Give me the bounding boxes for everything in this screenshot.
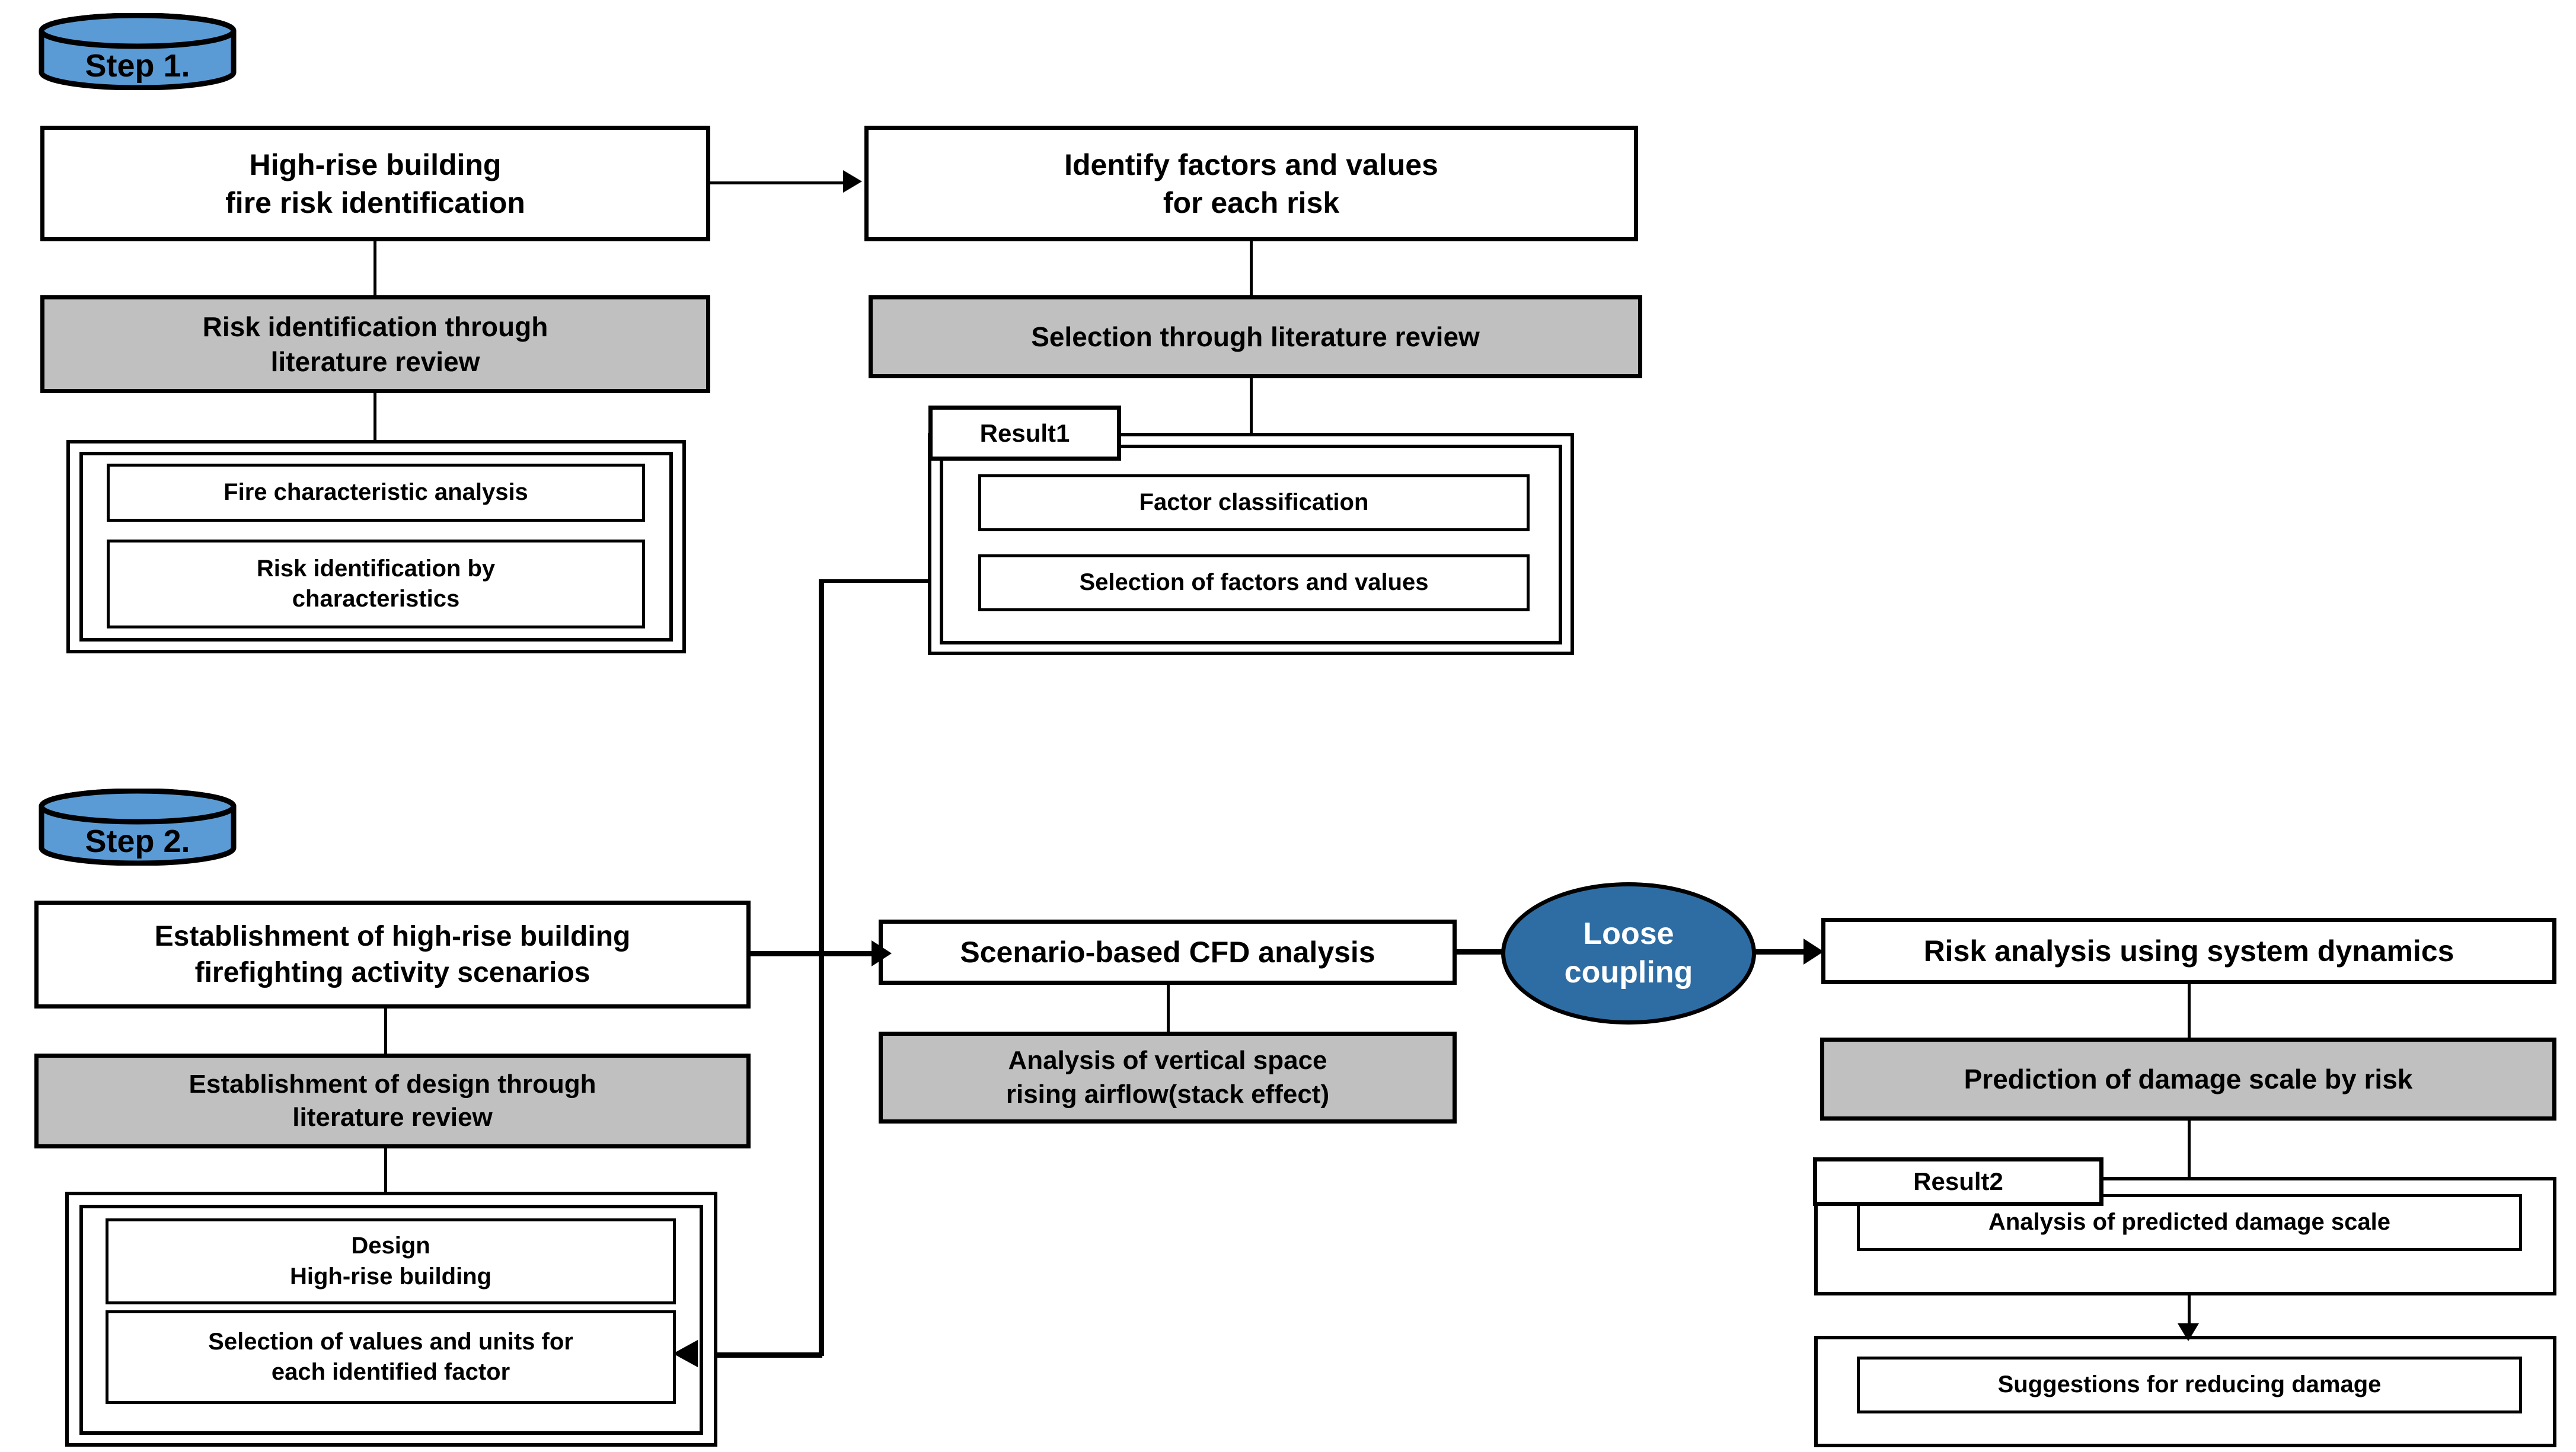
connector-s1-right-method-to-result — [1250, 377, 1253, 436]
connector-s2-left-to-cfd — [751, 951, 879, 956]
step1-method-right: Selection through literature review — [869, 295, 1642, 378]
step2-method-right: Prediction of damage scale by risk — [1820, 1038, 2556, 1121]
arrow-s1-left-to-right — [843, 170, 862, 193]
step1-output-left-2: Risk identification by characteristics — [107, 540, 645, 628]
connector-result1-to-step2-horizontal-top — [820, 579, 981, 583]
arrow-s2-left-to-cfd — [872, 940, 892, 966]
step-2-cylinder: Step 2. — [37, 788, 238, 866]
connector-s1-right-process-to-method — [1250, 240, 1253, 296]
arrow-result2-output1-to-output2 — [2178, 1323, 2199, 1341]
step2-output-left-1: Design High-rise building — [106, 1218, 676, 1304]
connector-s2-left-method-to-outputs — [384, 1147, 387, 1196]
step2-output-right-2: Suggestions for reducing damage — [1857, 1357, 2522, 1413]
step1-method-left: Risk identification through literature r… — [40, 295, 710, 393]
cylinder-shape — [39, 12, 237, 91]
step2-method-middle: Analysis of vertical space rising airflo… — [879, 1032, 1457, 1124]
cylinder-shape — [39, 788, 237, 866]
step1-process-right: Identify factors and values for each ris… — [864, 126, 1638, 241]
connector-s2-right-method-to-result2 — [2188, 1119, 2191, 1180]
arrow-coupling-to-risk — [1803, 939, 1824, 965]
connector-result2-output1-to-output2 — [2188, 1294, 2191, 1331]
step2-result2-tab: Result2 — [1813, 1157, 2103, 1206]
connector-s1-left-to-right — [710, 181, 845, 184]
step2-process-middle: Scenario-based CFD analysis — [879, 920, 1457, 985]
step2-process-right: Risk analysis using system dynamics — [1821, 918, 2556, 984]
step1-output-right-2: Selection of factors and values — [978, 554, 1530, 611]
step2-output-left-2: Selection of values and units for each i… — [106, 1310, 676, 1404]
arrow-into-step2-output-2 — [673, 1340, 698, 1367]
connector-coupling-to-risk — [1754, 949, 1810, 955]
connector-s2-right-process-to-method — [2188, 983, 2191, 1042]
connector-result1-to-step2-horizontal-bottom — [697, 1352, 822, 1358]
step1-output-left-1: Fire characteristic analysis — [107, 464, 645, 522]
step1-output-right-1: Factor classification — [978, 474, 1530, 531]
loose-coupling-ellipse: Loose coupling — [1501, 882, 1756, 1025]
connector-s2-left-process-to-method — [384, 1007, 387, 1057]
step2-method-left: Establishment of design through literatu… — [34, 1054, 751, 1148]
connector-cfd-to-coupling — [1457, 949, 1504, 955]
connector-s1-left-process-to-method — [374, 240, 376, 299]
connector-cfd-to-method — [1167, 984, 1170, 1035]
step-1-cylinder: Step 1. — [37, 12, 238, 91]
connector-result1-to-step2-vertical — [819, 579, 824, 1356]
step1-process-left: High-rise building fire risk identificat… — [40, 126, 710, 241]
step2-process-left: Establishment of high-rise building fire… — [34, 901, 751, 1009]
connector-s1-left-method-to-outputs — [374, 392, 376, 443]
step1-result1-tab: Result1 — [928, 406, 1121, 461]
